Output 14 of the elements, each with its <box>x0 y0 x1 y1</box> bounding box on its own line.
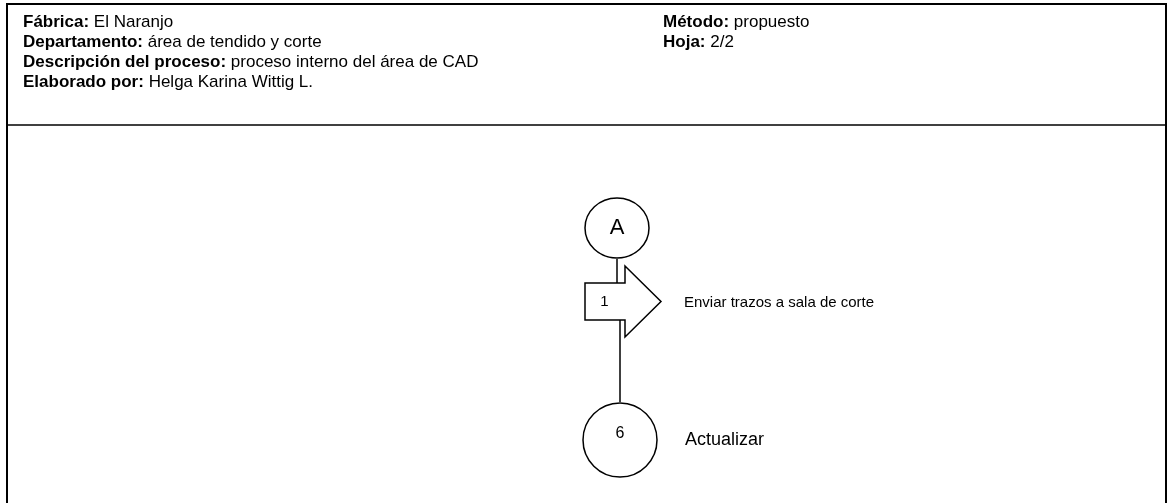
header-field: Elaborado por: Helga Karina Wittig L. <box>23 72 314 92</box>
header-field: Descripción del proceso: proceso interno del área de CAD <box>23 52 479 72</box>
step-description: Enviar trazos a sala de corte <box>684 293 875 310</box>
connector-line <box>619 319 621 403</box>
connector-line <box>616 258 618 284</box>
header-field: Fábrica: El Naranjo <box>23 12 174 32</box>
connector-ellipse <box>584 197 650 259</box>
step-number: 1 <box>599 292 610 309</box>
step-description: Actualizar <box>685 429 765 450</box>
header-field: Hoja: 2/2 <box>663 32 734 52</box>
header-field: Método: propuesto <box>663 12 810 32</box>
step-number: A <box>608 214 626 240</box>
step-number: 6 <box>614 424 626 442</box>
header-field: Departamento: área de tendido y corte <box>23 32 322 52</box>
